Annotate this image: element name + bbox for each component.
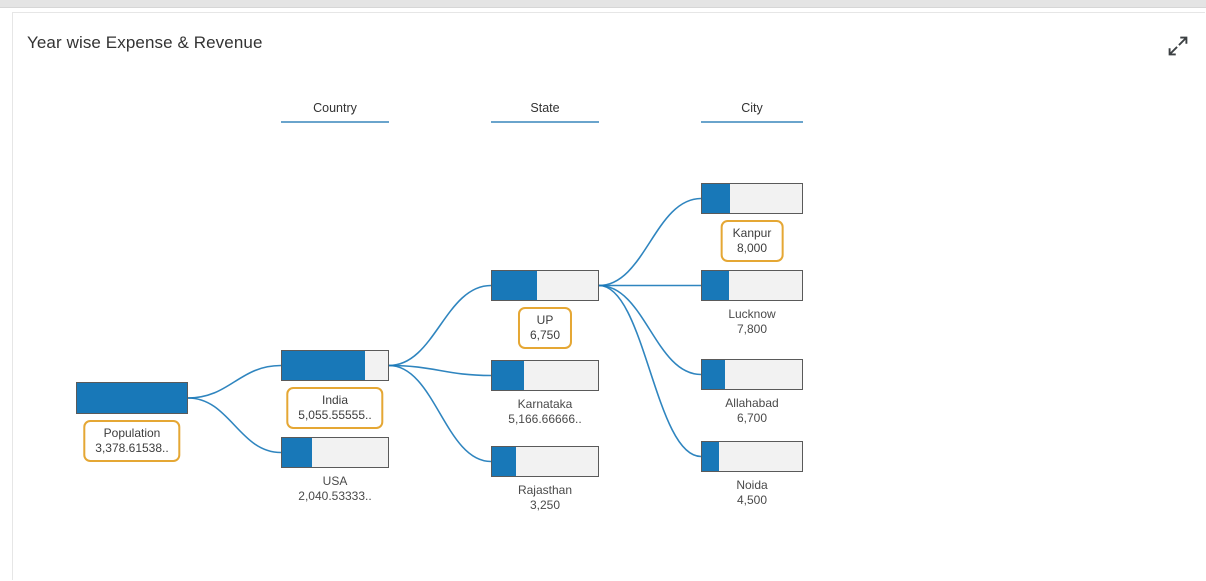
column-header-city: City <box>701 101 803 123</box>
node-label-name: Lucknow <box>728 307 776 321</box>
node-label-name: India <box>321 393 349 407</box>
node-label-value: 6,750 <box>529 328 561 342</box>
node-bar-fill <box>702 360 725 389</box>
page-title: Year wise Expense & Revenue <box>27 33 263 52</box>
node-bar[interactable] <box>701 183 803 214</box>
node-label-value: 6,700 <box>736 411 768 425</box>
node-label-name: UP <box>536 313 554 327</box>
node-bar[interactable] <box>281 437 389 468</box>
window-top-strip <box>0 0 1206 8</box>
node-label-value: 3,378.61538.. <box>95 441 169 455</box>
link-india-to-karnataka <box>388 364 492 377</box>
link-curves <box>187 197 702 463</box>
node-label-name: Population <box>103 426 161 440</box>
chart-card: Year wise Expense & Revenue Country State… <box>12 12 1205 580</box>
node-label-name: Rajasthan <box>517 483 573 497</box>
node-bar[interactable] <box>281 350 389 381</box>
node-bar[interactable] <box>701 270 803 301</box>
node-bar-fill <box>77 383 187 413</box>
column-header-label: Country <box>313 101 357 115</box>
link-population-to-india <box>187 364 282 399</box>
column-header-label: City <box>741 101 763 115</box>
node-bar-fill <box>702 184 730 213</box>
node-label-value: 7,800 <box>736 322 768 336</box>
node-label-value: 4,500 <box>736 493 768 507</box>
column-header-rule <box>491 121 599 123</box>
node-label-name: Karnataka <box>517 397 573 411</box>
node-label-value: 3,250 <box>529 498 561 512</box>
node-bar-fill <box>492 271 537 300</box>
column-header-rule <box>281 121 389 123</box>
node-label-value: 5,166.66666.. <box>508 412 582 426</box>
node-bar-fill <box>702 271 729 300</box>
column-header-country: Country <box>281 101 389 123</box>
column-header-state: State <box>491 101 599 123</box>
node-label-value: 2,040.53333.. <box>298 489 372 503</box>
link-india-to-rajasthan <box>388 364 492 463</box>
node-bar-fill <box>492 447 517 476</box>
node-label-name: Allahabad <box>725 396 779 410</box>
link-india-to-up <box>388 284 492 367</box>
node-label-name: Noida <box>736 478 768 492</box>
node-bar-fill <box>492 361 524 390</box>
link-up-to-kanpur <box>598 197 702 287</box>
node-bar[interactable] <box>491 446 599 477</box>
node-bar[interactable] <box>701 441 803 472</box>
node-label-value: 5,055.55555.. <box>298 408 372 422</box>
expand-diagonal-arrows-icon[interactable] <box>1165 33 1191 59</box>
node-label-value: 8,000 <box>736 241 768 255</box>
link-up-to-noida <box>598 284 702 458</box>
node-bar-fill <box>702 442 719 471</box>
node-bar[interactable] <box>491 270 599 301</box>
node-bar[interactable] <box>491 360 599 391</box>
column-header-label: State <box>530 101 560 115</box>
node-label-name: Kanpur <box>732 226 772 240</box>
node-bar[interactable] <box>701 359 803 390</box>
node-bar-fill <box>282 438 312 467</box>
node-label-name: USA <box>322 474 348 488</box>
node-bar-fill <box>282 351 365 380</box>
link-up-to-allahabad <box>598 284 702 376</box>
node-bar[interactable] <box>76 382 188 414</box>
column-header-rule <box>701 121 803 123</box>
link-population-to-usa <box>187 397 282 454</box>
